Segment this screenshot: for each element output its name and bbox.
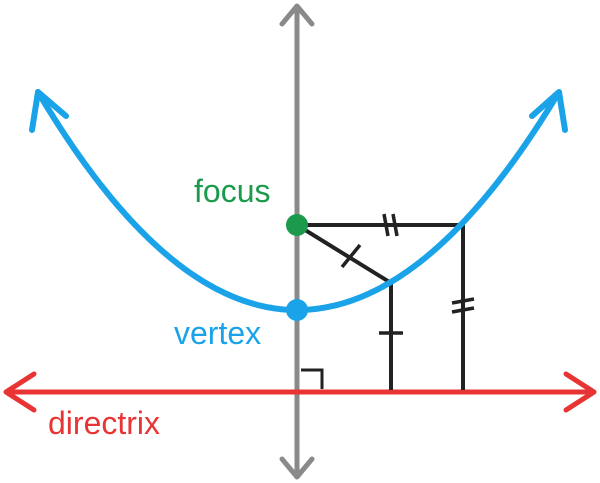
parabola-arrow-left xyxy=(29,89,69,133)
directrix-arrow-right xyxy=(563,371,597,413)
directrix-label: directrix xyxy=(48,405,160,441)
vertex-label: vertex xyxy=(174,315,261,351)
directrix-arrow-left xyxy=(3,371,37,413)
axis-arrow-bottom xyxy=(279,456,315,480)
focus-label: focus xyxy=(194,173,270,209)
tick-single-diagonal xyxy=(340,243,362,269)
tick-double-horizontal-a xyxy=(382,213,390,237)
parabola-arrow-right xyxy=(529,89,568,133)
directrix-line-group xyxy=(3,371,597,413)
axis-arrow-top xyxy=(279,3,315,27)
construction-lines xyxy=(295,223,465,390)
focus-point xyxy=(286,214,308,236)
right-angle-marker xyxy=(301,368,324,389)
axis-of-symmetry xyxy=(279,3,315,480)
tick-double-horizontal-b xyxy=(391,213,399,237)
focus-diagonal-segment xyxy=(295,223,393,285)
tick-double-vertical-a xyxy=(451,297,475,305)
tick-double-vertical-b xyxy=(451,306,475,314)
tick-marks xyxy=(340,213,475,335)
vertex-point xyxy=(286,299,308,321)
